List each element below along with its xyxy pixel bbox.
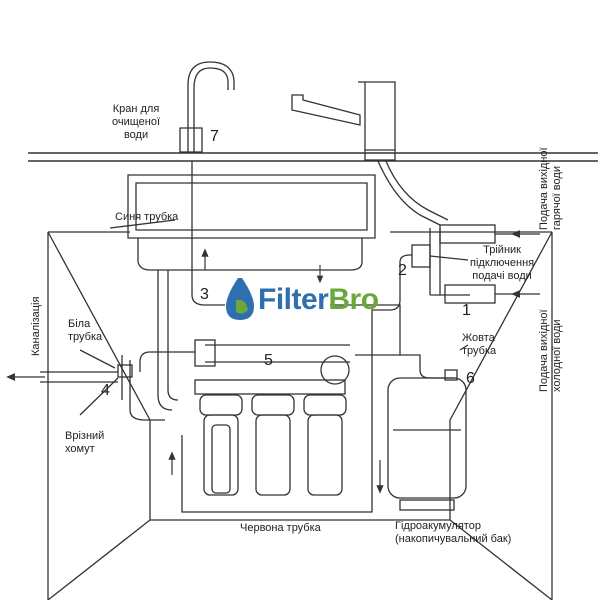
supply-hoses [377, 160, 449, 226]
cartridge-2 [251, 394, 295, 496]
drain-pipe [157, 270, 179, 411]
marker-1: 1 [462, 302, 471, 319]
label-tee: Трійник підключення подачі води [470, 244, 535, 282]
cabinet [47, 231, 553, 600]
marker-2: 2 [398, 262, 407, 279]
countertop [28, 152, 598, 162]
white-tube [139, 351, 195, 372]
marker-7: 7 [210, 128, 219, 145]
filterbro-logo: FilterBro [258, 276, 379, 324]
sink-basin [137, 238, 363, 271]
membrane-housing [205, 344, 350, 363]
label-sewer: Каналізація [30, 296, 42, 356]
sink-bowl [127, 174, 376, 239]
marker-4: 4 [101, 382, 110, 399]
cartridge-1 [199, 394, 243, 496]
cartridge-3 [303, 394, 347, 496]
marker-5: 5 [264, 352, 273, 369]
filterbro-drop-icon [226, 278, 254, 320]
label-blue-tube: Синя трубка [115, 211, 179, 223]
blue-tube [191, 161, 225, 306]
label-tank: Гідроакумулятор (накопичувальний бак) [395, 520, 512, 545]
drain-clamp [117, 364, 133, 378]
label-faucet: Кран для очищеної води [112, 103, 161, 141]
label-cold-supply: Подача вихідної холодної води [538, 309, 563, 392]
logo-text-bro: Bro [328, 283, 379, 316]
label-white-tube: Біла трубка [68, 318, 103, 343]
ro-faucet [187, 61, 235, 152]
label-hot-supply: Подача вихідної гарячої води [538, 147, 563, 230]
tee-fitting [411, 244, 431, 268]
logo-text-filter: Filter [258, 283, 329, 316]
marker-6: 6 [466, 370, 475, 387]
marker-3: 3 [200, 286, 209, 303]
yellow-tube [355, 354, 455, 379]
red-tube [181, 254, 412, 513]
mixer-faucet [291, 81, 396, 151]
label-red-tube: Червона трубка [240, 522, 321, 534]
label-clamp: Врізний хомут [65, 430, 105, 455]
label-yellow-tube: Жовта трубка [462, 332, 497, 357]
cabinet-inner [47, 231, 553, 601]
storage-tank [387, 369, 467, 511]
